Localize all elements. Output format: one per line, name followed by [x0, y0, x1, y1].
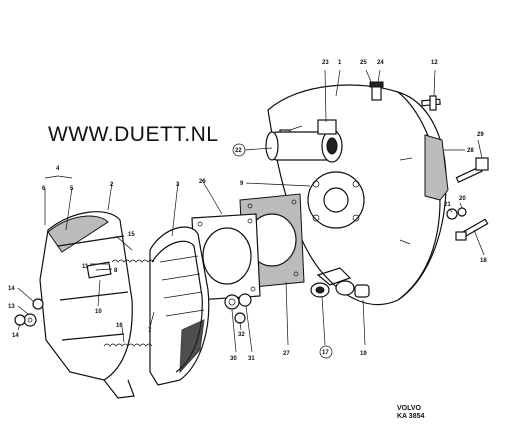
stud-18 [455, 218, 489, 241]
label-19: 19 [360, 351, 367, 357]
adjuster-pins [14, 298, 44, 327]
label-16: 16 [116, 323, 123, 329]
brake-shoe-2 [39, 211, 135, 399]
label-23: 23 [322, 60, 329, 66]
label-4: 4 [56, 166, 60, 172]
wheel-cylinder-bottom [310, 267, 370, 298]
label-11: 11 [82, 264, 89, 270]
bolt-29 [455, 157, 489, 184]
label-18: 18 [480, 258, 487, 264]
label-14-bottom: 14 [12, 333, 19, 339]
label-25: 25 [360, 60, 367, 66]
label-5: 5 [70, 186, 74, 192]
label-20: 20 [459, 196, 466, 202]
label-10: 10 [95, 309, 102, 315]
label-32: 32 [238, 332, 245, 338]
part-number-labels: 23 1 25 24 12 22 29 28 9 20 21 18 19 17 … [8, 60, 487, 362]
leader-lines [17, 69, 485, 353]
label-30: 30 [230, 356, 237, 362]
label-9: 9 [240, 181, 244, 187]
label-21: 21 [444, 202, 451, 208]
label-3: 3 [176, 182, 180, 188]
brake-shoe-3 [149, 226, 210, 386]
label-22: 22 [235, 148, 242, 154]
label-1: 1 [338, 60, 342, 66]
label-13: 13 [8, 304, 15, 310]
brand-code: KA 3854 [397, 413, 425, 420]
label-8: 8 [114, 268, 118, 274]
label-24: 24 [377, 60, 384, 66]
nuts-30-31-32 [224, 293, 252, 324]
label-14-top: 14 [8, 286, 15, 292]
label-29: 29 [477, 132, 484, 138]
bolt-12 [421, 95, 441, 111]
label-2: 2 [110, 182, 114, 188]
watermark-text: WWW.DUETT.NL [48, 123, 219, 146]
brand-name: VOLVO [397, 405, 421, 412]
brand-block: VOLVO KA 3854 [397, 405, 424, 421]
label-7: 7 [148, 328, 152, 334]
wheel-cylinder-top [265, 119, 343, 163]
washers-20-21 [446, 207, 467, 220]
label-12: 12 [431, 60, 438, 66]
label-15: 15 [128, 232, 135, 238]
label-6: 6 [42, 186, 46, 192]
label-17: 17 [322, 350, 329, 356]
label-26: 26 [199, 179, 206, 185]
label-27: 27 [283, 351, 290, 357]
label-28: 28 [467, 148, 474, 154]
return-springs [103, 259, 155, 347]
bleeder-screw [369, 81, 384, 101]
plate-26 [191, 213, 261, 301]
label-31: 31 [248, 356, 255, 362]
